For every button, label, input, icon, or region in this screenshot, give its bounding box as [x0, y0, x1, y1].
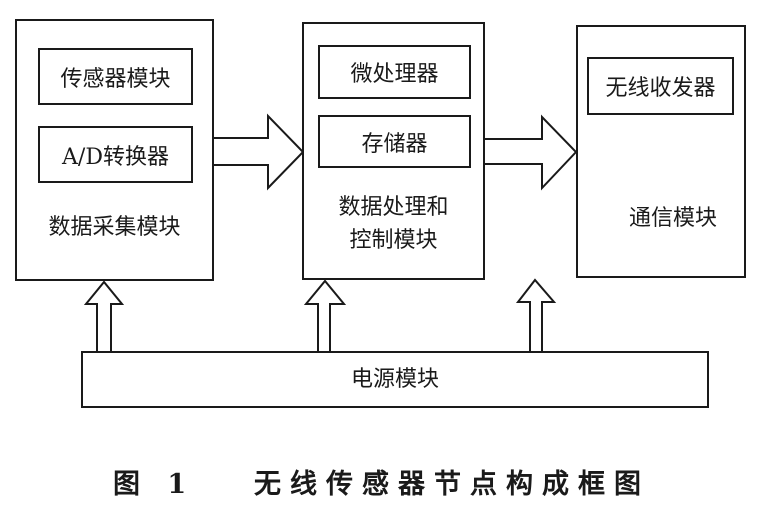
communication-module-block: 无线收发器 通信模块: [576, 25, 746, 278]
processing-module-title-line2: 控制模块: [349, 228, 438, 253]
acquisition-module-block: 传感器模块 A/D转换器 数据采集模块: [15, 19, 214, 281]
wireless-transceiver-box: 无线收发器: [587, 57, 734, 115]
power-module-title: 电源模块: [350, 367, 439, 392]
ad-converter-box: A/D转换器: [38, 126, 193, 183]
processing-module-block: 微处理器 存储器 数据处理和 控制模块: [302, 22, 485, 280]
memory-box: 存储器: [318, 115, 471, 168]
wireless-transceiver-label: 无线收发器: [605, 76, 716, 101]
memory-label: 存储器: [361, 131, 428, 157]
sensor-module-label: 传感器模块: [60, 66, 171, 92]
microprocessor-label: 微处理器: [350, 62, 439, 87]
microprocessor-box: 微处理器: [318, 45, 471, 99]
sensor-module-box: 传感器模块: [38, 48, 193, 105]
processing-module-title-line1: 数据处理和: [338, 195, 449, 220]
power-module-block: 电源模块: [81, 351, 709, 408]
figure-caption: 图 1 无线传感器节点构成框图: [0, 462, 763, 501]
acquisition-module-title: 数据采集模块: [48, 215, 181, 240]
arrow-power-to-processing: [303, 279, 347, 352]
arrow-power-to-communication: [515, 278, 557, 352]
arrow-acquisition-to-processing: [213, 113, 305, 191]
arrow-power-to-acquisition: [83, 280, 125, 352]
arrow-processing-to-communication: [484, 114, 578, 191]
figure-title: 无线传感器节点构成框图: [254, 469, 650, 500]
figure-number: 图 1: [113, 469, 196, 500]
communication-module-title: 通信模块: [628, 206, 717, 231]
ad-converter-label: A/D转换器: [62, 144, 169, 170]
